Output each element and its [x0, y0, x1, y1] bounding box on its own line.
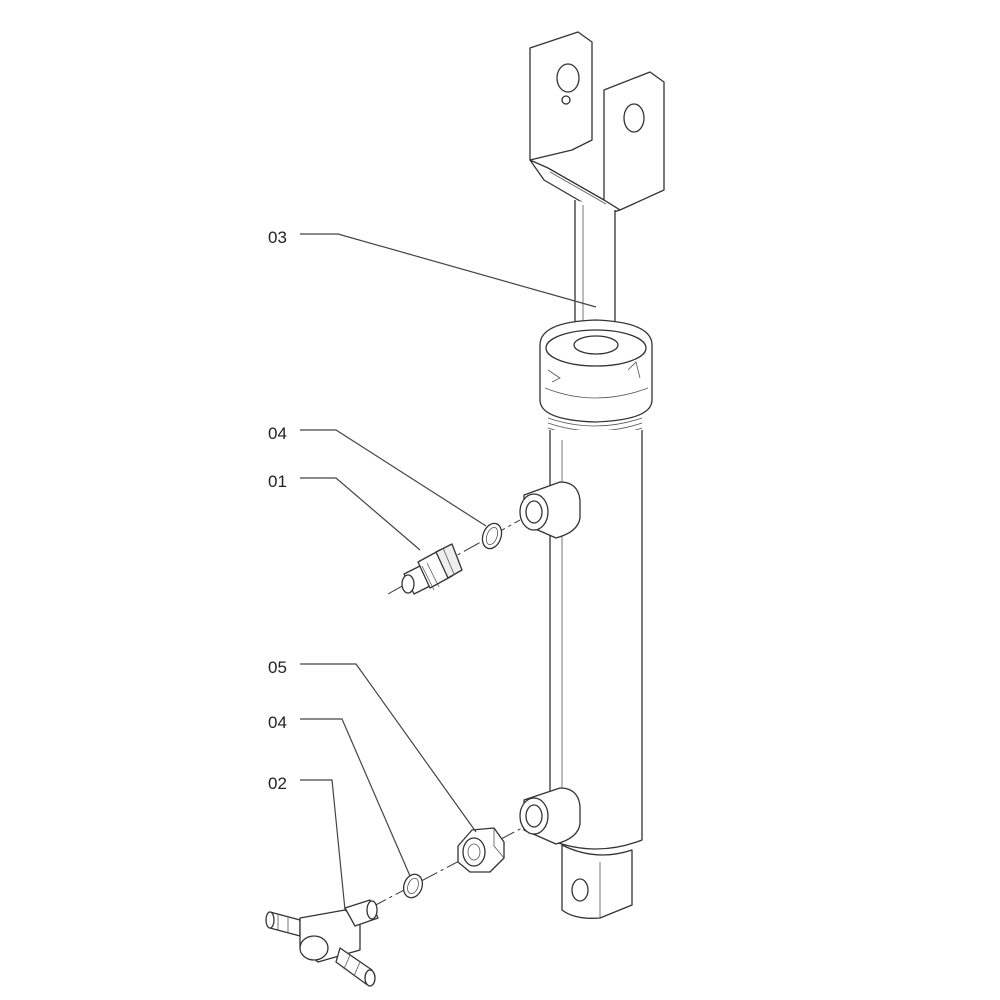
bottom-mount-lug — [561, 844, 633, 919]
callout-04a-label: 04 — [268, 424, 287, 443]
callout-03: 03 — [268, 228, 597, 308]
callout-04a-leader — [300, 429, 487, 527]
cylinder-gland-cap — [539, 319, 653, 437]
part-02-tee-fitting — [265, 899, 379, 987]
callout-03-label: 03 — [268, 228, 287, 247]
callout-04b-label: 04 — [268, 713, 287, 732]
callout-04b-leader — [300, 718, 411, 877]
callout-04b: 04 — [268, 713, 411, 877]
callout-05-leader — [300, 663, 477, 833]
part-01-straight-fitting — [387, 519, 521, 595]
upper-port-boss — [519, 481, 581, 539]
part-04-lower-o-ring — [402, 873, 424, 899]
callout-05-label: 05 — [268, 658, 287, 677]
callout-02-label: 02 — [268, 774, 287, 793]
part-05-hex-nut — [457, 827, 505, 873]
rod-clevis-fork — [529, 31, 665, 216]
callout-01: 01 — [268, 472, 421, 551]
lower-port-boss — [519, 787, 581, 845]
callout-04a: 04 — [268, 424, 487, 527]
callout-05: 05 — [268, 658, 477, 833]
callout-03-leader — [300, 233, 597, 308]
callout-01-leader — [300, 477, 421, 551]
part-04-upper-o-ring — [481, 522, 503, 550]
callout-01-label: 01 — [268, 472, 287, 491]
callout-02: 02 — [268, 774, 346, 911]
callout-02-leader — [300, 779, 346, 911]
